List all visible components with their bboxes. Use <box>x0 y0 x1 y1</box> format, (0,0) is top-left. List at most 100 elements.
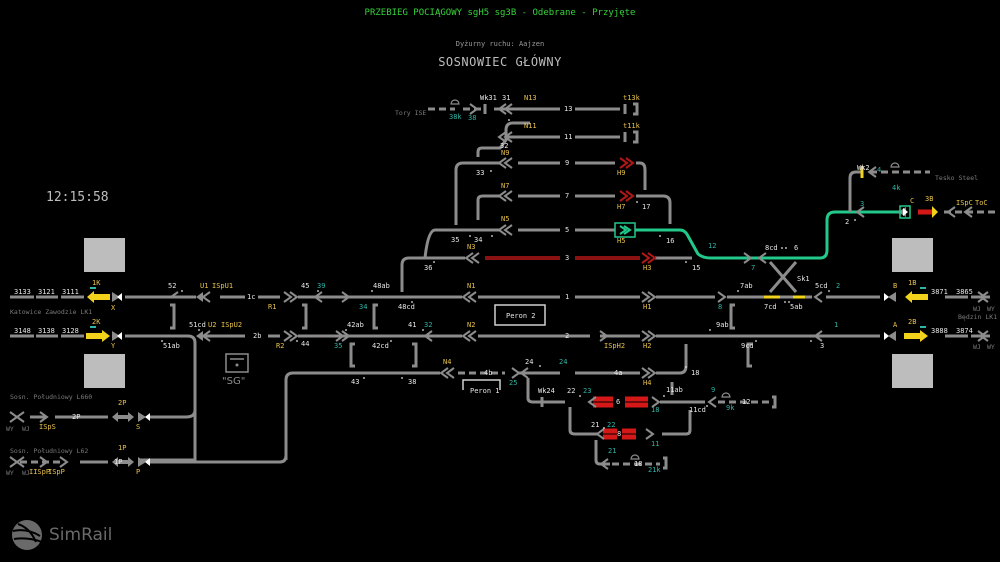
signal-H3[interactable]: H3 <box>643 264 651 272</box>
signal-Y[interactable]: Y <box>111 342 116 350</box>
signal-1P[interactable]: 1P <box>118 444 126 452</box>
switch-label[interactable]: 21 <box>608 447 616 455</box>
switch-label[interactable]: 25 <box>509 379 517 387</box>
switch-label[interactable]: 9k <box>726 404 735 412</box>
signal-2P[interactable]: 2P <box>118 399 126 407</box>
track-number: 35 <box>451 236 459 244</box>
track-number: 22 <box>567 387 575 395</box>
track-2-line[interactable] <box>10 334 990 462</box>
signal-ISpU2[interactable]: ISpU2 <box>221 321 242 329</box>
signal-A[interactable]: A <box>893 321 898 329</box>
block-label: 3111 <box>62 288 79 296</box>
switch-label[interactable]: 35 <box>334 342 342 350</box>
switch-label[interactable]: 34 <box>359 303 367 311</box>
switch-label[interactable]: 21k <box>648 466 661 474</box>
signal-H4[interactable]: H4 <box>643 379 651 387</box>
switch-label[interactable]: 38 <box>468 114 476 122</box>
switch-label[interactable]: 3 <box>860 200 864 208</box>
signal-2K[interactable]: 2K <box>92 318 101 326</box>
block-label: 3874 <box>956 327 973 335</box>
signal-1B[interactable]: 1B <box>908 279 916 287</box>
wy-label: WY <box>6 425 14 433</box>
signal-IISpP[interactable]: IISpP <box>29 468 50 476</box>
signal-H1[interactable]: H1 <box>643 303 651 311</box>
signal-H7[interactable]: H7 <box>617 203 625 211</box>
platform-2-label: Peron 2 <box>506 312 536 320</box>
track-number: 2b <box>253 332 261 340</box>
signal-1K[interactable]: 1K <box>92 279 101 287</box>
switch-label[interactable]: 1 <box>834 321 838 329</box>
signal-U2[interactable]: U2 <box>208 321 216 329</box>
track-number: 1P <box>114 458 122 466</box>
switch-label[interactable]: 4k <box>892 184 901 192</box>
track-number: 21 <box>591 421 599 429</box>
signal-N4[interactable]: N4 <box>443 358 451 366</box>
signal-N3[interactable]: N3 <box>467 243 475 251</box>
simrail-logo: SimRail <box>10 518 112 552</box>
switch-label[interactable]: 11 <box>651 440 659 448</box>
signal-N13[interactable]: N13 <box>524 94 537 102</box>
signal-H2[interactable]: H2 <box>643 342 651 350</box>
point-label: 11ab <box>666 386 683 394</box>
switch-label[interactable]: 23 <box>583 387 591 395</box>
signal-N9[interactable]: N9 <box>501 149 509 157</box>
signal-2B[interactable]: 2B <box>908 318 916 326</box>
block-label: 3865 <box>956 288 973 296</box>
signal-ISpP[interactable]: ISpP <box>48 468 65 476</box>
sg-label: "SG" <box>222 376 245 387</box>
track-number: 13 <box>564 105 572 113</box>
platform-1 <box>462 379 501 390</box>
signal-B[interactable]: B <box>893 282 897 290</box>
signal-S[interactable]: S <box>136 423 140 431</box>
signal-N11[interactable]: N11 <box>524 122 537 130</box>
signal-ISpC[interactable]: ISpC <box>956 199 973 207</box>
switch-label[interactable]: 7 <box>751 264 755 272</box>
signal-N5[interactable]: N5 <box>501 215 509 223</box>
switch-label[interactable]: 22 <box>607 421 615 429</box>
switch-label[interactable]: 38k <box>449 113 462 121</box>
signal-N7[interactable]: N7 <box>501 182 509 190</box>
signal-N1[interactable]: N1 <box>467 282 475 290</box>
signal-X[interactable]: X <box>111 304 116 312</box>
signal-C[interactable]: C <box>910 197 914 205</box>
signal-ISpU1[interactable]: ISpU1 <box>212 282 233 290</box>
route-sgH5[interactable] <box>635 210 900 260</box>
switch-label[interactable]: 18 <box>651 406 659 414</box>
track-number: 2P <box>72 413 80 421</box>
point-label: 2 <box>845 218 849 226</box>
point-label: 7cd <box>764 303 777 311</box>
sg-icon[interactable] <box>225 353 249 373</box>
signal-t13k[interactable]: t13k <box>623 94 641 102</box>
signal-3B[interactable]: 3B <box>925 195 933 203</box>
signal-H5[interactable]: H5 <box>617 237 625 245</box>
signal-H9[interactable]: H9 <box>617 169 625 177</box>
switch-label[interactable]: 32 <box>424 321 432 329</box>
point-label: 7ab <box>740 282 753 290</box>
signal-ISpH2[interactable]: ISpH2 <box>604 342 625 350</box>
signal-R2[interactable]: R2 <box>276 342 284 350</box>
signal-ISpS[interactable]: ISpS <box>39 423 56 431</box>
block-label: 3888 <box>931 327 948 335</box>
signal-N2[interactable]: N2 <box>467 321 475 329</box>
switch-label[interactable]: 12 <box>708 242 716 250</box>
station-box <box>84 354 125 388</box>
switch-label[interactable]: 4 <box>877 166 881 174</box>
switch-label[interactable]: 24 <box>559 358 567 366</box>
track-number: 34 <box>474 236 482 244</box>
signal-ToC[interactable]: ToC <box>975 199 988 207</box>
switch-label[interactable]: 39 <box>317 282 325 290</box>
station-box <box>84 238 125 272</box>
signal-t11k[interactable]: t11k <box>623 122 641 130</box>
signal-P[interactable]: P <box>136 468 140 476</box>
wj-label: WJ <box>22 425 30 433</box>
signal-R1[interactable]: R1 <box>268 303 276 311</box>
switch-label[interactable]: 2 <box>836 282 840 290</box>
switch-label[interactable]: 9 <box>711 386 715 394</box>
point-label: 8cd <box>765 244 778 252</box>
track-number: 32 <box>500 142 508 150</box>
track-number: 4a <box>614 369 622 377</box>
signal-U1[interactable]: U1 <box>200 282 208 290</box>
point-label: 48ab <box>373 282 390 290</box>
switch-label[interactable]: 8 <box>718 303 722 311</box>
